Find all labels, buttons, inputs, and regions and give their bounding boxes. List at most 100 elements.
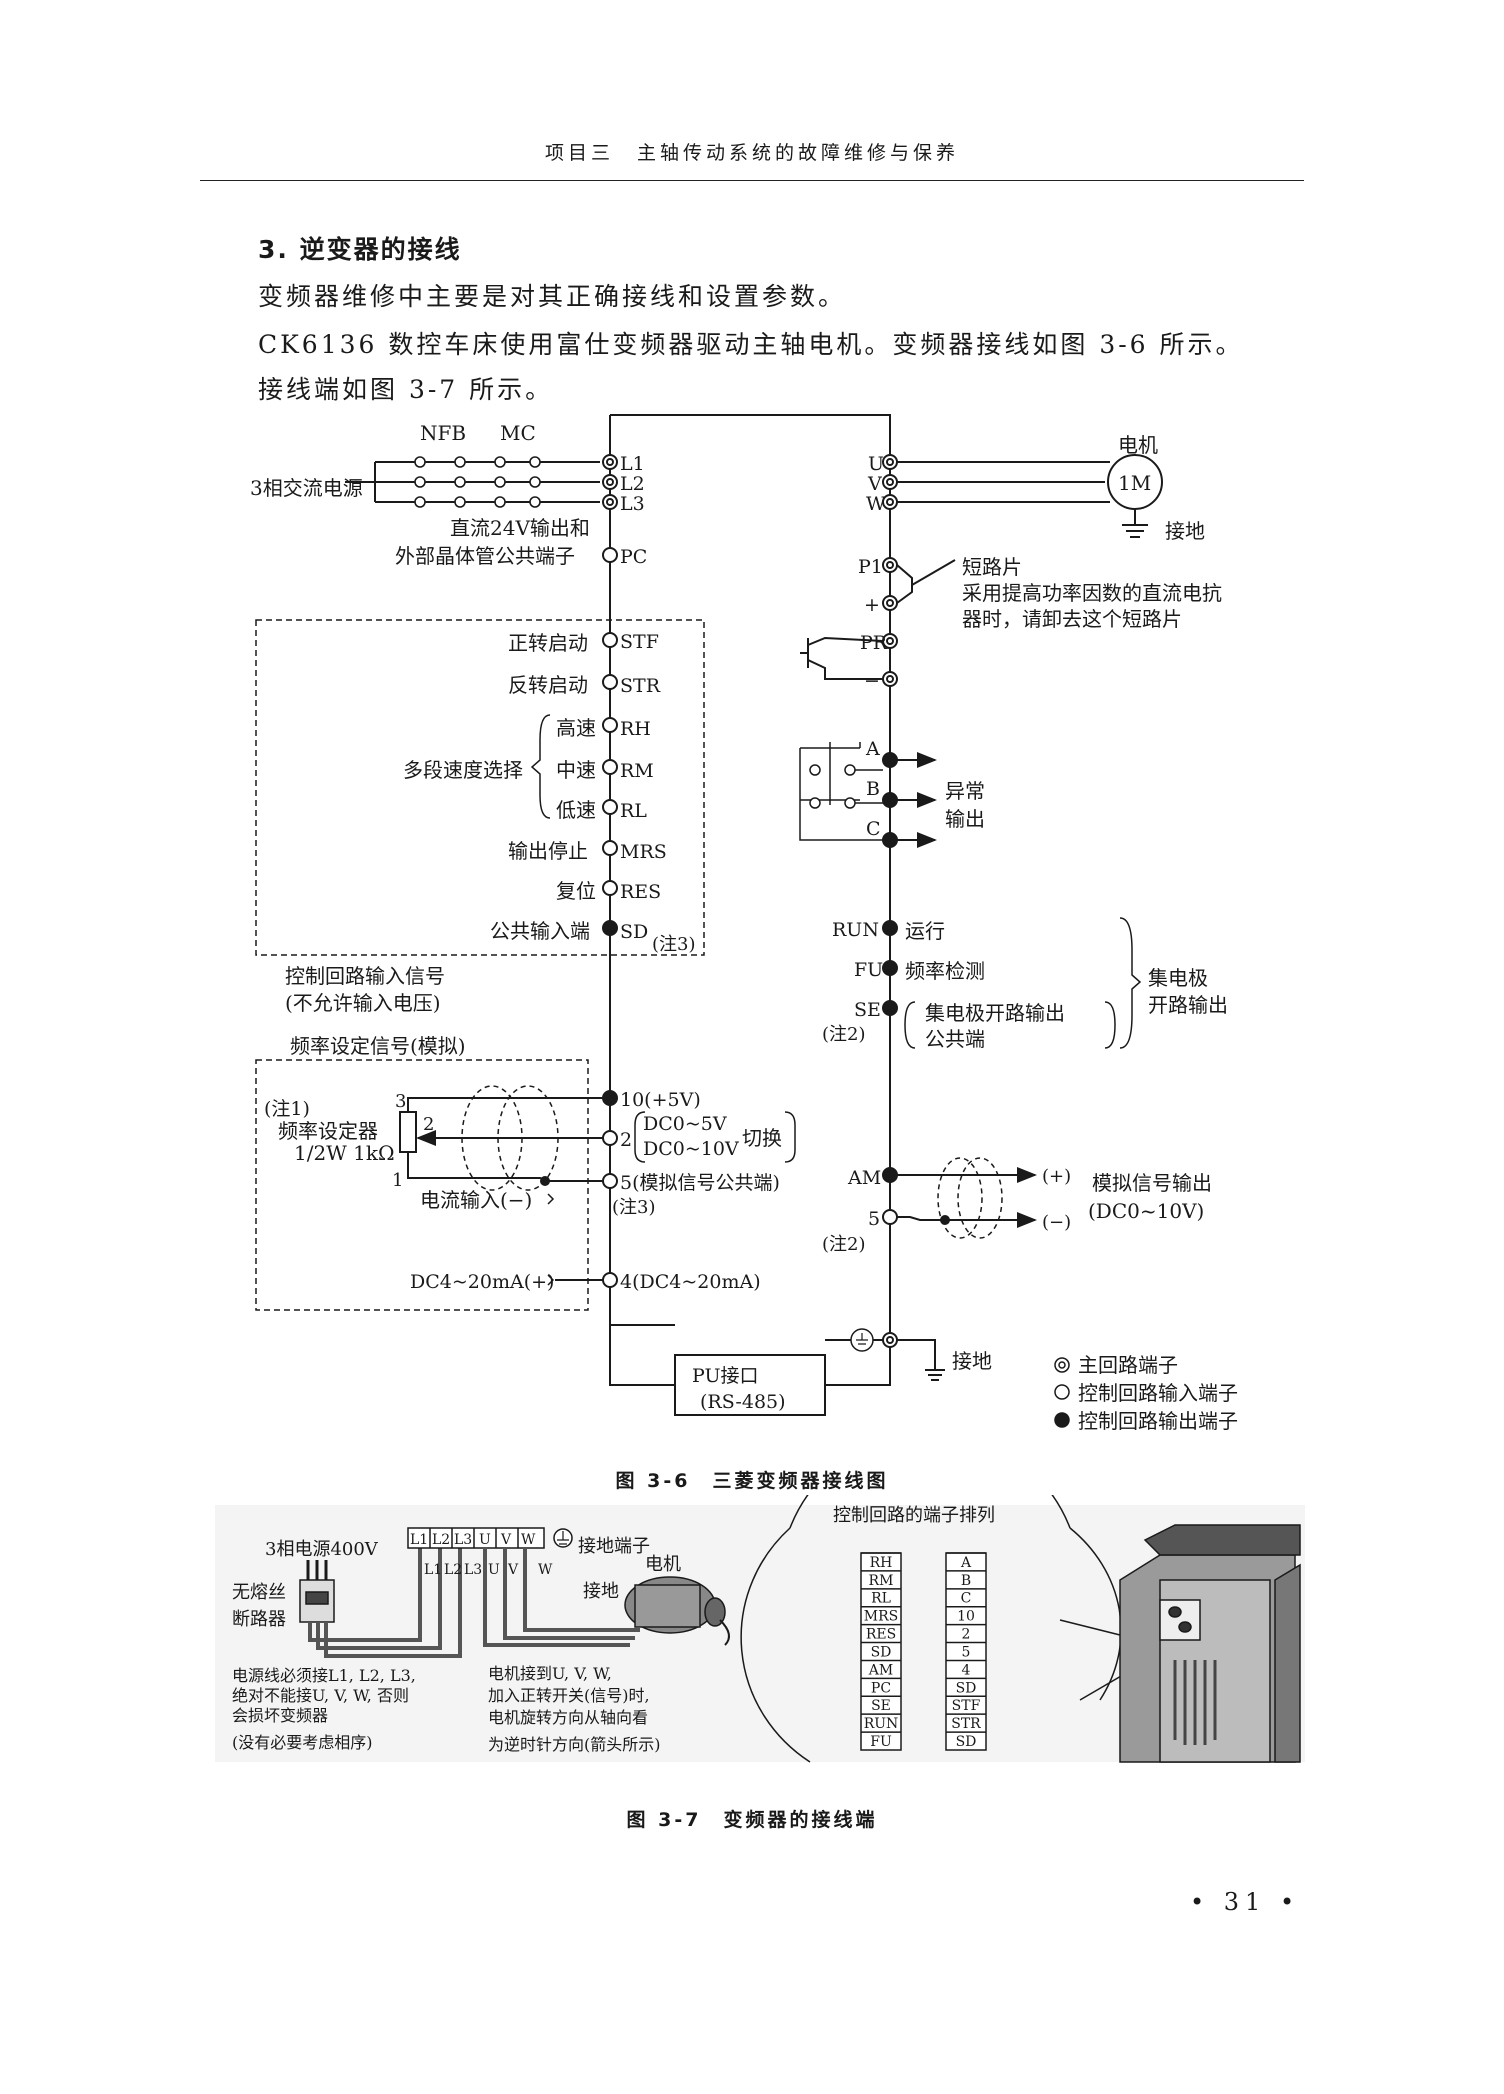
strip-u: U <box>479 1532 491 1548</box>
jumper-note-1: 短路片 <box>962 555 1022 579</box>
nfb-label: NFB <box>420 421 466 445</box>
terminal-w: W <box>866 493 886 515</box>
input-label-mrs: 输出停止 <box>508 839 588 863</box>
jumper-note-2: 采用提高功率因数的直流电抗 <box>962 581 1222 605</box>
note3-a: (注3) <box>652 934 696 955</box>
terminal-right-cell: A <box>960 1555 972 1571</box>
strip-w: W <box>521 1532 536 1548</box>
terminal-se: SE <box>854 999 881 1021</box>
terminal-right-cell: 2 <box>962 1627 971 1643</box>
note-left-1: 电源线必须接L1, L2, L3, <box>232 1666 416 1685</box>
terminal-a: A <box>865 738 880 760</box>
terminal-mrs: MRS <box>620 841 667 863</box>
terminal-2: 2 <box>620 1129 632 1151</box>
dc420-input-label: DC4~20mA(+) <box>410 1271 554 1293</box>
pu-label-2: (RS-485) <box>700 1391 786 1413</box>
note-mid-1: 电机接到U, V, W, <box>488 1664 612 1683</box>
note-mid-group: 电机接到U, V, W, 加入正转开关(信号)时, 电机旋转方向从轴向看 为逆时… <box>488 1664 661 1754</box>
terminal-u: U <box>868 453 884 475</box>
pot-label-2: 1/2W 1kΩ <box>294 1141 395 1165</box>
range-0-10v: DC0~10V <box>643 1138 739 1160</box>
terminal-sd: SD <box>620 921 648 943</box>
terminal-right-cell: 4 <box>962 1662 971 1678</box>
open-collector-1: 集电极 <box>1148 966 1208 990</box>
freq-setting-box <box>255 1059 589 1311</box>
ground-label-2: 接地 <box>952 1349 992 1373</box>
ground-icon <box>1122 509 1148 538</box>
power-400v-label: 3相电源400V <box>265 1539 379 1560</box>
motor-label-37: 电机 <box>645 1554 681 1575</box>
terminal-right-cell: STR <box>951 1716 981 1732</box>
control-input-terminals <box>602 632 618 936</box>
open-collector-2: 开路输出 <box>1148 993 1228 1017</box>
terminal-5b: 5 <box>868 1208 880 1230</box>
terminal-pc: PC <box>620 546 647 568</box>
terminal-right-cell: C <box>961 1591 972 1607</box>
note-left-3: 会损坏变频器 <box>232 1706 328 1725</box>
mc-label: MC <box>500 421 536 445</box>
terminal-plus: + <box>864 594 880 616</box>
terminal-left-cell: AM <box>868 1662 893 1678</box>
svg-text:W: W <box>538 1562 553 1578</box>
svg-text:V: V <box>507 1562 519 1578</box>
svg-text:L2: L2 <box>444 1562 462 1578</box>
breaker-label-2: 断路器 <box>232 1609 286 1630</box>
motor-1m: 1M <box>1118 471 1151 495</box>
pot-label-1: 频率设定器 <box>278 1119 378 1143</box>
terminal-column-left <box>860 1552 902 1751</box>
terminal-c: C <box>866 818 881 840</box>
breaker-label-1: 无熔丝 <box>232 1582 286 1603</box>
note3-b: (注3) <box>612 1197 656 1218</box>
paragraph-1: 变频器维修中主要是对其正确接线和设置参数。 <box>258 282 847 311</box>
terminal-left-cell: MRS <box>864 1609 898 1625</box>
terminal-l1: L1 <box>620 453 645 475</box>
terminal-right-cell: 10 <box>957 1609 975 1625</box>
fault-output-2: 输出 <box>945 807 985 831</box>
terminal-rm: RM <box>620 760 654 782</box>
strip-l2: L2 <box>432 1532 450 1548</box>
terminal-l3: L3 <box>620 493 645 515</box>
strip-l1: L1 <box>410 1532 428 1548</box>
terminal-fu: FU <box>854 959 883 981</box>
terminal-left-cell: RES <box>866 1627 896 1643</box>
brake-transistor-icon <box>800 636 884 680</box>
terminal-right-cell: B <box>961 1573 971 1589</box>
input-label-res: 复位 <box>556 879 596 903</box>
terminal-4: 4(DC4~20mA) <box>620 1271 761 1293</box>
current-input-label: 电流输入(−) <box>420 1188 532 1212</box>
terminal-left-cell: SE <box>871 1698 891 1714</box>
terminal-left-cell: SD <box>871 1644 892 1660</box>
terminal-right-cell: STF <box>952 1698 981 1714</box>
note1: (注1) <box>264 1098 310 1120</box>
analog-output-1: 模拟信号输出 <box>1092 1171 1212 1195</box>
page-number: • 31 • <box>1190 1888 1301 1916</box>
jumper-note-3: 器时，请卸去这个短路片 <box>962 607 1182 631</box>
legend-control-output: 控制回路输出端子 <box>1078 1409 1238 1433</box>
terminal-minus: − <box>864 670 880 692</box>
terminal-left-cell: RUN <box>864 1716 899 1732</box>
main-circuit-terminals-right <box>882 454 898 510</box>
ground-label-37: 接地 <box>583 1581 619 1602</box>
terminal-res: RES <box>620 881 661 903</box>
switch-label: 切换 <box>742 1126 782 1150</box>
oc-common-1: 集电极开路输出 <box>925 1001 1065 1025</box>
paragraph-3: 接线端如图 3-7 所示。 <box>258 375 554 404</box>
figure-3-7-caption: 图 3-7 变频器的接线端 <box>626 1809 878 1831</box>
breaker-icon <box>299 1560 335 1623</box>
ground-icon-2 <box>897 1339 945 1381</box>
input-label-stf: 正转启动 <box>508 631 588 655</box>
motor-icon <box>624 1576 730 1646</box>
paragraph-2: CK6136 数控车床使用富仕变频器驱动主轴电机。变频器接线如图 3-6 所示。 <box>258 330 1244 359</box>
control-input-note-2: (不允许输入电压) <box>285 991 441 1015</box>
terminal-str: STR <box>620 675 661 697</box>
running-header: 项目三 主轴传动系统的故障维修与保养 <box>544 142 959 164</box>
fu-label: 频率检测 <box>905 959 985 983</box>
note-left-2: 绝对不能接U, V, W, 否则 <box>232 1686 409 1705</box>
terminal-rl: RL <box>620 800 647 822</box>
section-title: 3. 逆变器的接线 <box>258 235 462 264</box>
note-mid-3: 电机旋转方向从轴向看 <box>488 1708 648 1727</box>
terminal-left-cell: RH <box>870 1555 893 1571</box>
note-mid-2: 加入正转开关(信号)时, <box>488 1686 650 1705</box>
note2-b: (注2) <box>822 1234 866 1255</box>
pu-label-1: PU接口 <box>692 1365 758 1387</box>
